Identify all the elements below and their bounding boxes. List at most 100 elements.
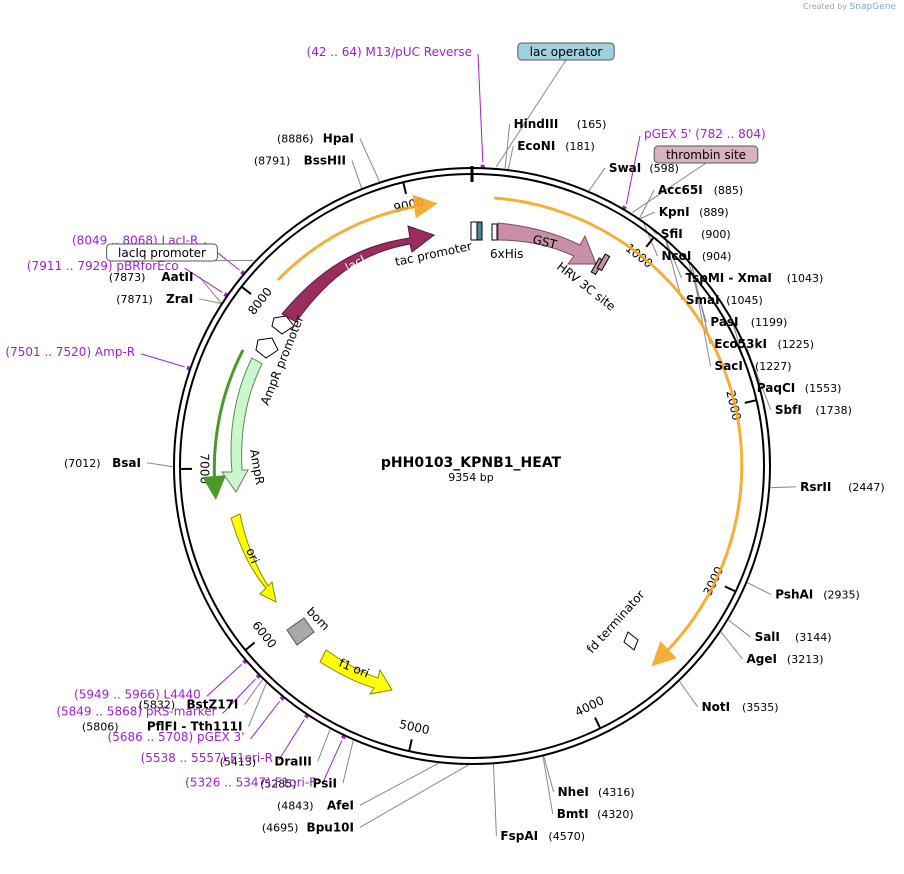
enzyme-position: (2447)	[848, 481, 885, 494]
enzyme-name: SwaI	[609, 161, 641, 175]
enzyme-position: (5832)	[139, 699, 176, 712]
feature-6xHis	[476, 221, 483, 241]
enzyme-leader	[747, 582, 772, 596]
primer-site	[621, 205, 627, 210]
enzyme-leader	[639, 189, 655, 219]
enzyme-leader	[507, 145, 514, 170]
enzyme-name: ZraI	[166, 292, 193, 306]
enzyme-name: BmtI	[557, 807, 589, 821]
enzyme-name: PflFI - Tth111I	[147, 720, 243, 734]
feature-AmpR	[221, 357, 263, 493]
primer-label: (5326 .. 5347) F1ori-F	[185, 775, 316, 789]
ruler-tick	[408, 739, 413, 752]
feature-leader	[495, 59, 567, 168]
enzyme-leader	[359, 764, 469, 828]
enzyme-position: (165)	[577, 118, 607, 131]
snapgene-credit: Created by SnapGene	[803, 2, 896, 12]
feature-label-text: lacIq promoter	[118, 246, 206, 260]
enzyme-name: EcoNI	[517, 139, 555, 153]
enzyme-name: AfeI	[327, 798, 354, 812]
enzyme-leader	[664, 237, 682, 279]
primer-label: (42 .. 64) M13/pUC Reverse	[307, 45, 472, 59]
enzyme-position: (900)	[701, 228, 731, 241]
enzyme-position: (1225)	[777, 338, 814, 351]
enzyme-name: SmaI	[686, 293, 720, 307]
enzyme-position: (4695)	[262, 821, 299, 834]
enzyme-name: TspMI - XmaI	[686, 271, 772, 285]
ruler-tick	[240, 285, 252, 295]
enzyme-name: NotI	[702, 700, 731, 714]
feature-bom	[286, 617, 315, 646]
enzyme-position: (1043)	[787, 272, 824, 285]
ruler-tick-label: 4000	[573, 693, 607, 719]
feature-label-AmpR: AmpR	[247, 448, 267, 486]
ruler-tick	[594, 717, 602, 729]
primer-site	[303, 713, 310, 719]
enzyme-name: SfiI	[661, 227, 683, 241]
plasmid-length: 9354 bp	[448, 471, 493, 484]
feature-ori	[230, 513, 277, 603]
enzyme-position: (8886)	[277, 133, 314, 146]
enzyme-leader	[679, 680, 698, 708]
enzyme-name: AatII	[161, 270, 193, 284]
enzyme-leader	[492, 764, 497, 837]
enzyme-leader	[588, 167, 606, 192]
primer-label: (7501 .. 7520) Amp-R	[5, 345, 135, 359]
enzyme-position: (4316)	[598, 786, 635, 799]
feature-HRV-3C-site-b	[596, 253, 611, 272]
enzyme-position: (7873)	[109, 271, 146, 284]
enzyme-leader	[317, 729, 331, 762]
ruler-tick	[724, 585, 737, 593]
enzyme-position: (904)	[702, 250, 732, 263]
enzyme-position: (3213)	[787, 653, 824, 666]
primer-leader	[184, 267, 223, 293]
feature-label-box	[653, 145, 759, 164]
ruler-tick	[402, 181, 408, 195]
enzyme-name: AgeI	[747, 652, 777, 666]
enzyme-position: (1553)	[805, 382, 842, 395]
primer-leader	[250, 701, 281, 740]
enzyme-position: (4320)	[597, 808, 634, 821]
ruler-tick	[244, 641, 256, 651]
enzyme-position: (598)	[649, 162, 679, 175]
enzyme-name: PsiI	[313, 776, 337, 790]
enzyme-name: DraIII	[274, 754, 311, 768]
enzyme-leader	[639, 211, 655, 220]
feature-tac-promoter	[470, 221, 478, 241]
feature-label-box	[517, 42, 615, 61]
enzyme-leader	[770, 486, 797, 489]
primer-leader	[477, 53, 484, 163]
primer-site	[255, 673, 261, 679]
ruler-tick-label: 7000	[197, 453, 211, 484]
ruler-tick-label: 2000	[723, 389, 744, 422]
enzyme-position: (1045)	[726, 294, 763, 307]
enzyme-name: Acc65I	[658, 183, 703, 197]
enzyme-leader	[542, 756, 554, 815]
enzyme-position: (8791)	[254, 155, 291, 168]
ruler-tick-label: 5000	[398, 717, 431, 737]
enzyme-leader	[543, 756, 555, 793]
credit-brand: SnapGene	[849, 2, 896, 12]
primer-site	[279, 695, 285, 701]
primer-leader	[206, 664, 242, 697]
enzyme-name: BssHII	[304, 154, 346, 168]
feature-label-box	[106, 243, 218, 262]
primer-site	[223, 292, 229, 298]
primer-label: (5686 .. 5708) pGEX 3'	[108, 730, 245, 744]
enzyme-name: NcoI	[661, 249, 691, 263]
enzyme-leader	[199, 276, 222, 304]
enzyme-name: Bpu10I	[307, 820, 354, 834]
enzyme-position: (7871)	[116, 293, 153, 306]
enzyme-leader	[727, 619, 751, 638]
enzyme-leader	[248, 682, 267, 727]
orf-arc-right	[493, 196, 744, 667]
enzyme-position: (1227)	[755, 360, 792, 373]
enzyme-name: HindIII	[514, 117, 559, 131]
primer-label: (5538 .. 5557) F1ori-R	[141, 751, 273, 765]
enzyme-name: SacI	[715, 359, 743, 373]
primer-site	[341, 734, 346, 740]
enzyme-name: PasI	[710, 315, 738, 329]
primer-label: pGEX 5' (782 .. 804)	[644, 127, 766, 141]
enzyme-position: (5806)	[82, 721, 119, 734]
